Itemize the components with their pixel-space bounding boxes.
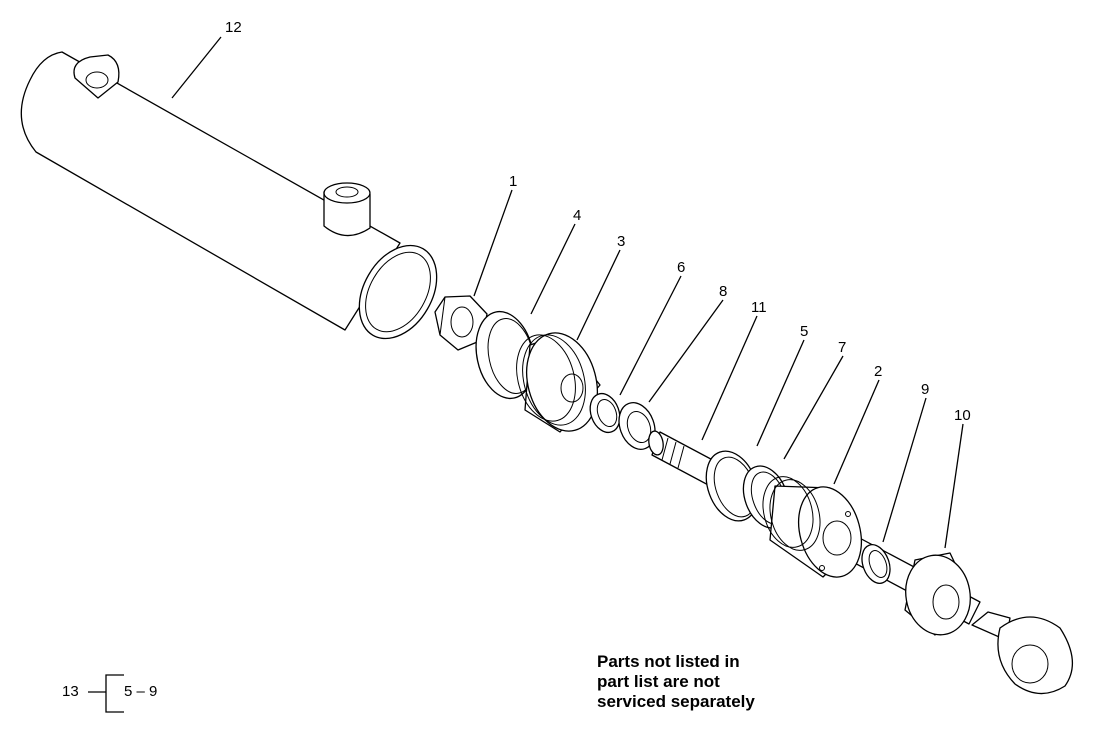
callout-9: 9: [921, 381, 929, 398]
part-seal-ring: [705, 450, 759, 522]
service-note-line-2: part list are not: [597, 672, 720, 691]
leader-lines: [171, 36, 964, 549]
callout-10: 10: [954, 407, 971, 424]
kit-number: 13: [62, 683, 79, 700]
callout-numbers: 12 1 4 3 6 8 11 5 7 2 9 10: [225, 19, 971, 424]
callout-5: 5: [800, 323, 808, 340]
part-backup-ring: [618, 402, 656, 450]
callout-1: 1: [509, 173, 517, 190]
callout-12: 12: [225, 19, 242, 36]
service-note-line-3: serviced separately: [597, 692, 755, 711]
callout-3: 3: [617, 233, 625, 250]
part-wiper-seal: [861, 544, 891, 584]
callout-8: 8: [719, 283, 727, 300]
part-rod-gland: [762, 476, 862, 578]
part-o-ring: [589, 392, 621, 434]
callout-2: 2: [874, 363, 882, 380]
part-spacer-collar: [904, 552, 971, 636]
callout-4: 4: [573, 207, 581, 224]
part-wear-ring: [475, 310, 535, 400]
part-cylinder-barrel: [20, 51, 438, 340]
kit-range: 5 – 9: [124, 683, 158, 700]
service-note: Parts not listed in part list are not se…: [597, 652, 857, 712]
callout-6: 6: [677, 259, 685, 276]
kit-bracket: [88, 674, 124, 713]
part-nut: [434, 295, 488, 351]
part-rod-end-eye: [971, 611, 1074, 695]
part-piston: [516, 332, 601, 433]
service-note-line-1: Parts not listed in: [597, 652, 740, 671]
callout-11: 11: [751, 299, 767, 316]
callout-7: 7: [838, 339, 846, 356]
